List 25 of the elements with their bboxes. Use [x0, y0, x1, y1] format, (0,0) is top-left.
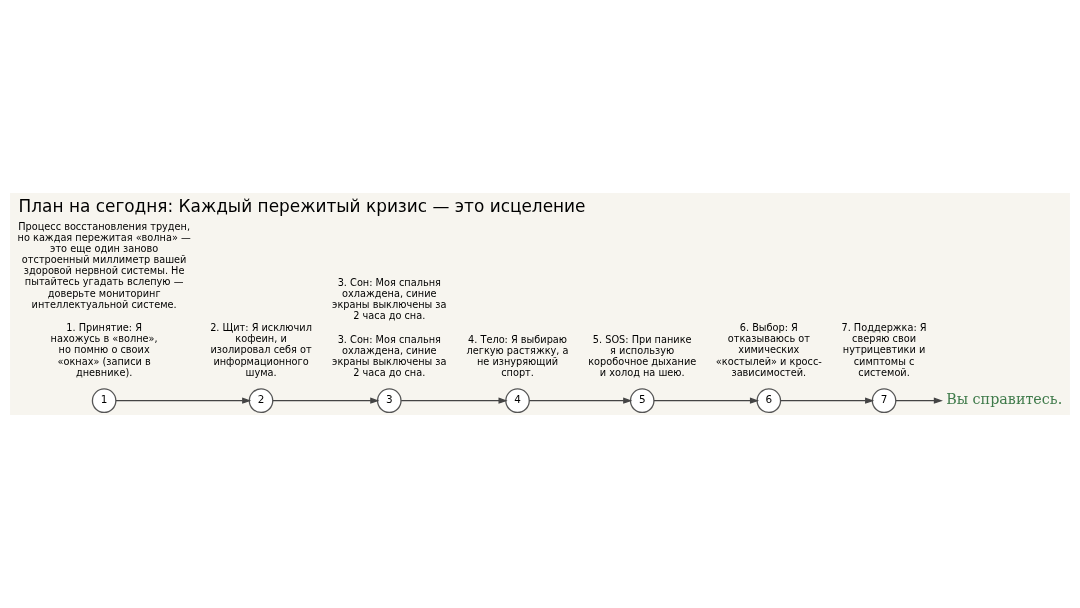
label: Процесс восстановления труден, но каждая пережитая «волна» — это еще один заново отстроенный миллиметр вашей здоровой нервной системы. Не пытайтесь угадать вслепую — доверьте мониторинг интеллектуальной системе. — [17, 221, 191, 310]
node-circle: 1 — [91, 388, 117, 414]
arrow — [653, 397, 760, 404]
node-label: 5. SOS: При панике я использую коробочное дыхание и холод на шею. — [588, 333, 697, 378]
arrow — [779, 397, 875, 404]
node-label: 4. Тело: Я выбираю легкую растяжку, а не изнуряющий спорт. — [466, 333, 569, 378]
node-circle: 4 — [505, 388, 530, 414]
arrow — [895, 397, 943, 404]
node-circle: 7 — [871, 388, 897, 414]
arrow — [272, 397, 380, 404]
node-label: 2. Щит: Я исключил кофеин, и изолировал себя от информационного шума. — [210, 322, 312, 378]
arrow — [400, 397, 508, 404]
node-circle: 6 — [756, 388, 782, 414]
node-circle: 3 — [376, 388, 402, 414]
node-label: 7. Поддержка: Я сверяю свои нутрицевтики и симптомы с системой. — [841, 322, 927, 378]
arrow — [528, 397, 633, 404]
arrow — [115, 397, 252, 404]
node-circle: 2 — [248, 388, 274, 414]
node-label: 6. Выбор: Я отказываюсь от химических «костылей» и кросс-зависимостей. — [715, 322, 822, 378]
node-label: 1. Принятие: Я нахожусь в «волне», но помню о своих «окнах» (записи в дневнике). — [50, 322, 158, 378]
node-label: 3. Сон: Моя спальня охлаждена, синие экраны выключены за 2 часа до сна. — [332, 333, 447, 378]
node-label: 3. Сон: Моя спальня охлаждена, синие экраны выключены за 2 часа до сна. — [332, 277, 447, 322]
node-circle: 5 — [629, 388, 655, 414]
diagram-title: План на сегодня: Каждый пережитый кризис — это исцеление — [18, 195, 586, 216]
node-text: Вы справитесь. — [946, 391, 1063, 408]
